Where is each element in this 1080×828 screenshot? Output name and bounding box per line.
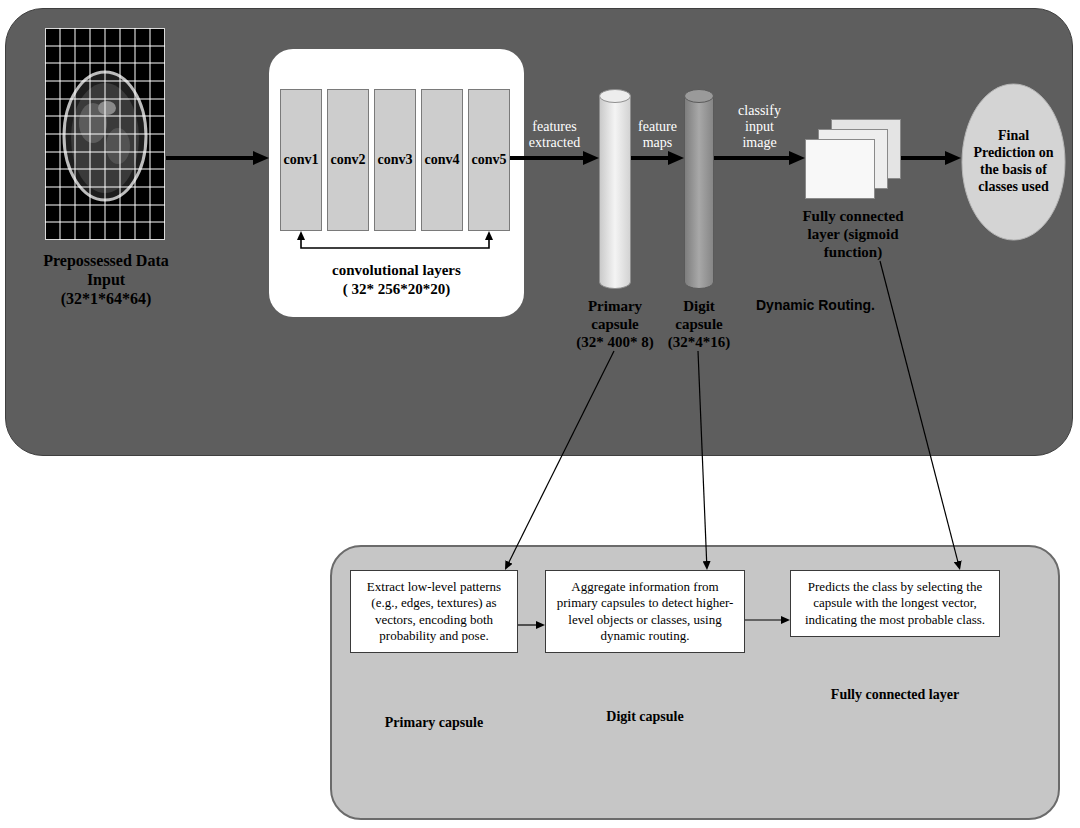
input-caption: (32*1*64*64) [31,289,181,308]
arrow-connector [880,261,958,564]
arrow-connector [745,619,784,620]
arrow-connector [166,156,260,160]
arrow-connector [698,351,707,564]
grid [45,28,165,240]
box-heading: Digit capsule [545,709,745,726]
description-text: Extract low-level patterns (e.g., edges,… [360,579,508,644]
figure-caption: (32* 400* 8) [569,333,661,351]
conv-layer: conv1 [280,89,322,231]
mri-image [45,28,165,240]
capsule-cylinder [599,89,631,289]
description-box-outline: Aggregate information from primary capsu… [545,570,745,653]
layer-label: conv2 [331,152,366,168]
description-text: Predicts the class by selecting the caps… [800,579,990,628]
cylinder-top [685,90,714,103]
cylinder-top [600,90,631,103]
edge-label: features extracted [524,119,586,151]
description-box: Extract low-level patterns (e.g., edges,… [350,570,518,732]
arrow-connector [510,156,590,160]
box-heading: Primary capsule [350,715,518,732]
conv-block: convolutional layers( 32* 256*20*20) conv… [269,49,524,317]
conv-layer: conv3 [374,89,416,231]
layer-sheet [806,140,875,199]
edge-label: classify input image [735,103,785,151]
conv-layer: conv2 [327,89,369,231]
explanation-panel [331,546,1059,819]
panel-title: Dynamic Routing. [756,297,875,313]
arrow-connector [631,156,675,160]
block-label: ( 32* 256*20*20) [269,280,524,299]
input-caption: Prepossessed Data Input [31,251,181,289]
arrow-connector [301,237,489,248]
description-box-outline: Predicts the class by selecting the caps… [790,570,1000,637]
edge-label: feature maps [634,119,682,151]
layer-label: conv1 [284,152,319,168]
figure-caption: Digit capsule [659,297,739,333]
box-heading: Fully connected layer [790,687,1000,704]
description-text: Aggregate information from primary capsu… [555,579,735,644]
arrow-connector [714,156,796,160]
fully-connected-layer: Fully connected layer (sigmoid function) [801,119,905,261]
ellipse-shape [962,84,1065,240]
network-panel: Dynamic Routing.Prepossessed Data Input(… [5,8,1073,456]
figure-caption: Fully connected layer (sigmoid function) [801,207,905,261]
figure-caption: Primary capsule [569,297,661,333]
cylinder-body [685,96,714,289]
prediction-ellipse: Final Prediction on the basis of classes… [961,83,1066,241]
layer-label: conv4 [425,152,460,168]
conv-layer: conv5 [468,89,510,231]
block-label: convolutional layers [269,261,524,280]
arrow-connector [508,351,614,565]
description-box: Aggregate information from primary capsu… [545,570,745,726]
arrow-connector [901,156,952,160]
layer-label: conv5 [472,152,507,168]
edge-label-slot: features extracted [524,119,586,151]
cylinder-body [600,96,631,289]
capsule-cylinder [684,89,714,289]
layer-label: conv3 [378,152,413,168]
conv-layer: conv4 [421,89,463,231]
description-box: Predicts the class by selecting the caps… [790,570,1000,704]
description-box-outline: Extract low-level patterns (e.g., edges,… [350,570,518,653]
arrow-connector [518,624,539,625]
edge-label-slot: classify input image [735,103,785,151]
input-image: Prepossessed Data Input(32*1*64*64) [46,29,166,241]
prediction-label: Final Prediction on the basis of classes… [973,128,1055,195]
layer-stack [805,119,901,199]
edge-label-slot: feature maps [634,119,682,151]
figure-caption: (32*4*16) [659,333,739,351]
